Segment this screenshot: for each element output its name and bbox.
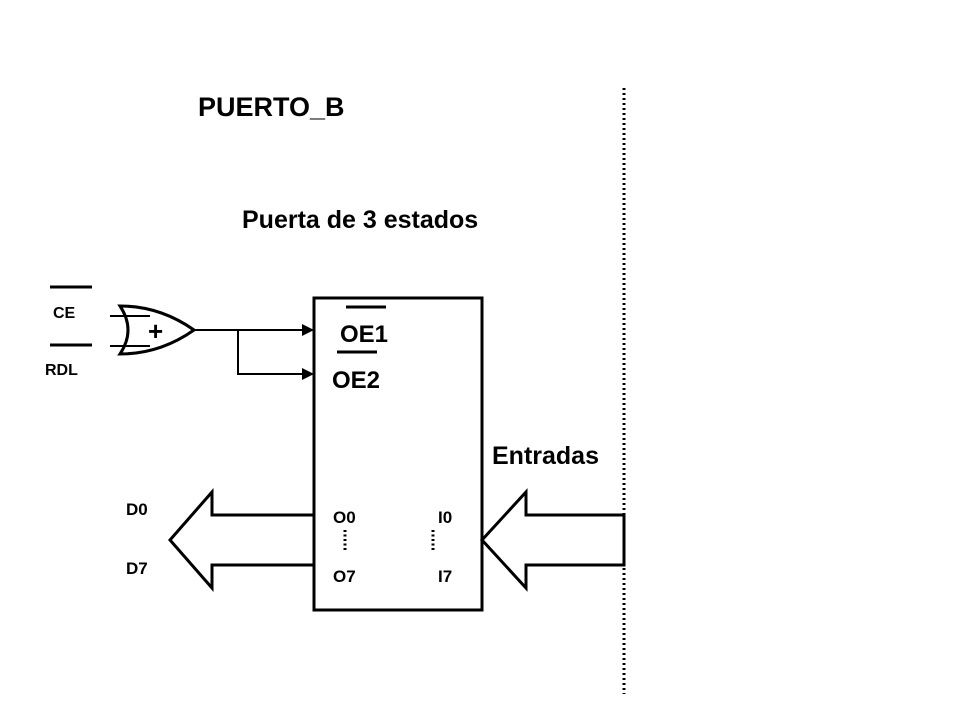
i0-label: I0 [438,508,452,527]
input-bus-arrow [479,488,626,592]
o7-label: O7 [333,567,356,586]
oe1-label: OE1 [340,321,388,348]
oe2-wire [237,330,304,375]
diagram-title: PUERTO_B [198,92,345,122]
oe1-arrowhead [302,324,314,336]
or-gate [117,304,197,356]
tri-state-block [312,296,484,612]
oe2-label: OE2 [332,367,380,394]
i7-label: I7 [438,567,452,586]
ce-label: CE [53,305,76,322]
oe2-arrowhead [302,368,314,380]
diagram-subtitle: Puerta de 3 estados [242,206,478,234]
entradas-label: Entradas [492,442,599,470]
output-bus-arrow [168,488,316,592]
rdl-label: RDL [45,362,78,379]
d0-label: D0 [126,500,148,519]
or-gate-plus: + [148,316,163,346]
d7-label: D7 [126,559,148,578]
o0-label: O0 [333,508,356,527]
